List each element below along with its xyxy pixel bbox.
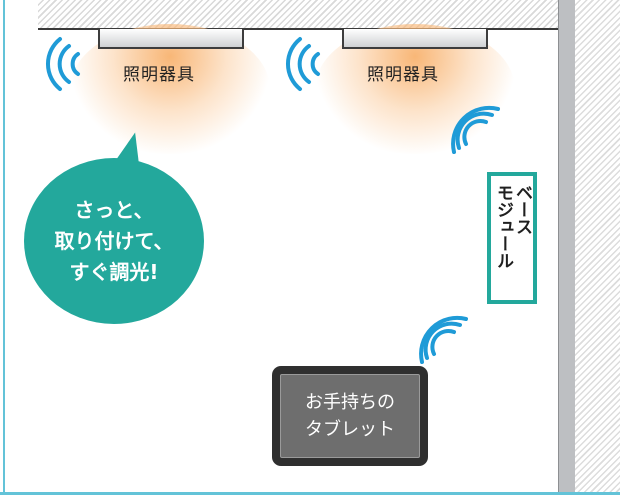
tablet-screen: お手持ちの タブレット (280, 374, 420, 458)
ceiling (38, 0, 558, 30)
left-border-line (3, 0, 5, 495)
base-module: ベース モジュール (487, 172, 537, 304)
bottom-border-line (0, 492, 620, 495)
tablet-label-1: お手持ちの (305, 392, 395, 413)
ceiling-light-icon (98, 29, 244, 49)
wall (558, 0, 575, 495)
bubble-line-2: 取り付けて、 (54, 228, 174, 253)
wall-hatching (575, 0, 620, 495)
base-module-label-2: モジュール (493, 184, 513, 269)
fixture-label-1: 照明器具 (123, 65, 195, 85)
wireless-signal-icon (46, 37, 80, 91)
base-module-label-1: ベース (512, 184, 532, 235)
wireless-signal-icon (451, 105, 500, 154)
fixture-label-2: 照明器具 (367, 65, 439, 85)
wireless-signal-icon (419, 315, 468, 364)
wireless-signal-icon (286, 37, 320, 91)
speech-bubble: さっと、 取り付けて、 すぐ調光! (24, 158, 204, 324)
bubble-line-3: すぐ調光! (69, 259, 159, 284)
tablet-label-2: タブレット (305, 419, 395, 440)
tablet-icon: お手持ちの タブレット (272, 366, 428, 466)
ceiling-light-icon (342, 29, 488, 49)
bubble-line-1: さっと、 (74, 197, 154, 222)
